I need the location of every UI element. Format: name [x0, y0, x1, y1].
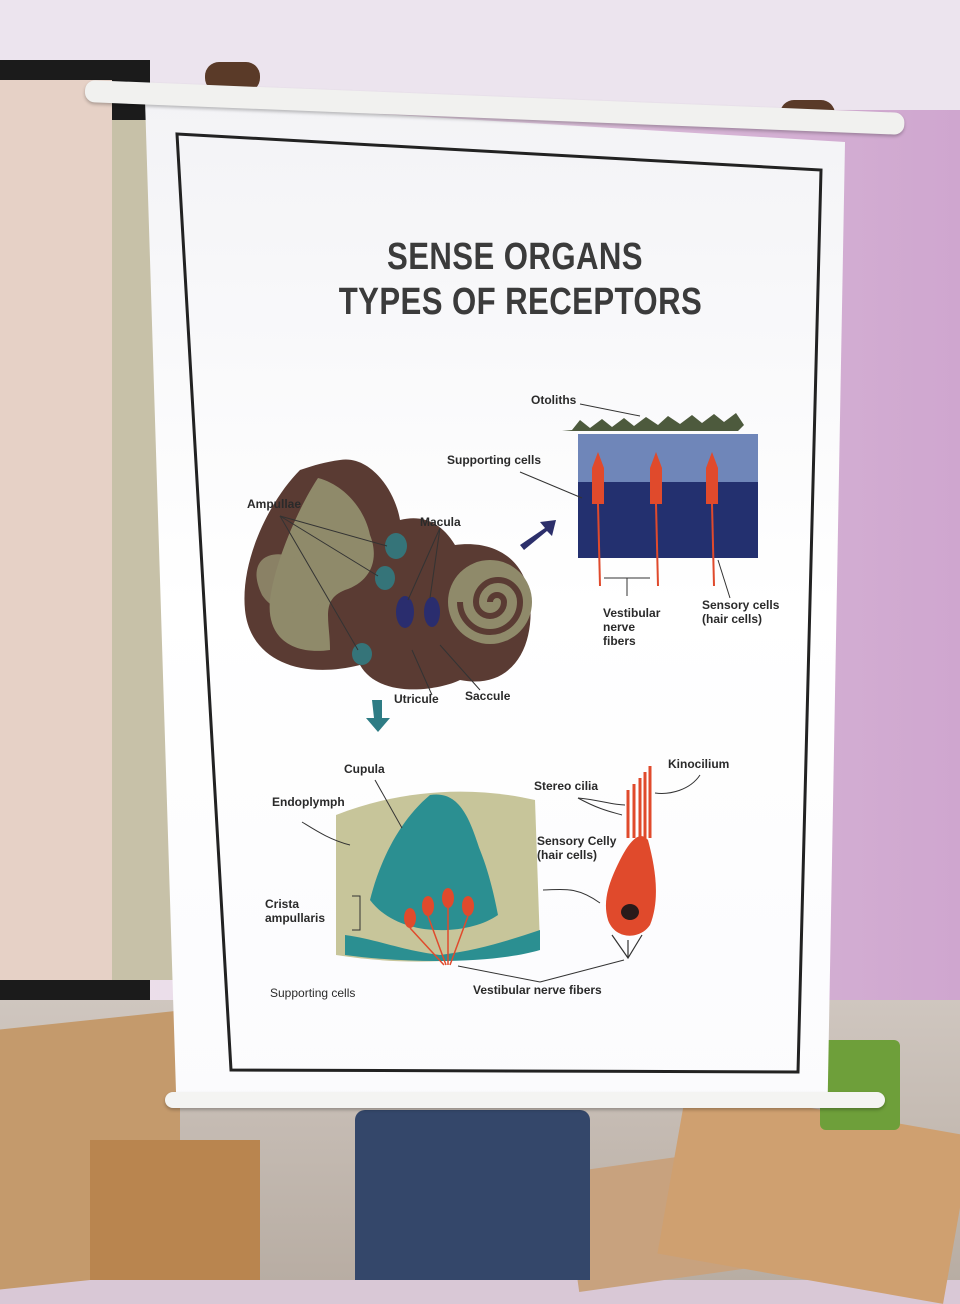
inner-ear-illustration [244, 459, 532, 690]
title-line-2: TYPES OF RECEPTORS [338, 281, 703, 323]
label-endoplymph: Endoplymph [272, 795, 345, 809]
label-sensory-celly: Sensory Celly (hair cells) [537, 834, 617, 862]
arrow-to-macula [520, 520, 556, 550]
label-otoliths: Otoliths [531, 393, 577, 407]
poster-border [175, 132, 823, 1074]
crista-section [336, 791, 540, 966]
label-cupula: Cupula [344, 762, 385, 776]
label-crista-ampullaris: Crista ampullaris [265, 897, 326, 925]
arrow-to-crista [366, 700, 390, 732]
label-vestibular-nerve-fibers-top: Vestibular nerve fibers [603, 606, 661, 648]
green-bin [820, 1040, 900, 1130]
poster-title: SENSE ORGANS TYPES OF RECEPTORS [300, 236, 730, 324]
label-vestibular-nerve-fibers-bottom: Vestibular nerve fibers [473, 983, 602, 997]
label-saccule: Saccule [465, 689, 511, 703]
label-supporting-cells-bottom: Supporting cells [270, 986, 356, 1000]
label-ampullae: Ampullae [247, 497, 302, 511]
macula-section [562, 413, 758, 587]
label-kinocilium: Kinocilium [668, 757, 730, 771]
title-line-1: SENSE ORGANS [387, 236, 643, 278]
glass-door-panel [0, 80, 112, 980]
hair-cell-illustration [605, 766, 656, 960]
label-stereo-cilia: Stereo cilia [534, 779, 599, 793]
cardboard-box [90, 1140, 260, 1280]
label-macula: Macula [420, 515, 461, 529]
person-legs [355, 1110, 590, 1280]
bottom-rod [165, 1092, 885, 1108]
label-supporting-cells-top: Supporting cells [447, 453, 542, 467]
label-sensory-cells-hair: Sensory cells (hair cells) [702, 598, 780, 626]
label-utricule: Utricule [394, 692, 439, 706]
